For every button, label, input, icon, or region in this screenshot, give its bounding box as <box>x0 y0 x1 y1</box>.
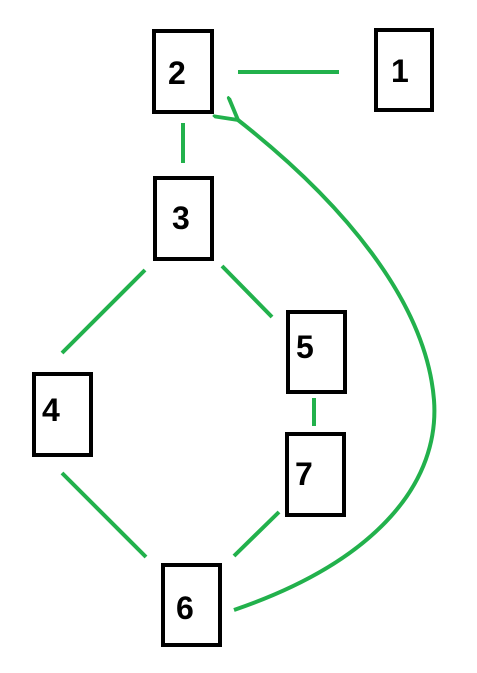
node-7-label: 7 <box>295 456 313 492</box>
node-5: 5 <box>286 310 347 394</box>
node-3: 3 <box>153 176 214 261</box>
edge-7-6 <box>232 510 281 558</box>
node-7-box <box>285 432 346 517</box>
node-5-box <box>286 310 347 394</box>
edge-3-4 <box>60 268 147 355</box>
node-6: 6 <box>161 563 222 647</box>
edge-3-5 <box>220 264 274 319</box>
node-4: 4 <box>32 372 93 457</box>
node-1-box <box>374 28 434 112</box>
node-3-box <box>153 176 214 261</box>
edge-6-2-curved-arrow <box>234 120 437 612</box>
node-2-box <box>152 29 214 114</box>
node-4-box <box>32 372 93 457</box>
node-2-label: 2 <box>168 55 186 91</box>
node-7: 7 <box>285 432 346 517</box>
node-6-box <box>161 563 222 647</box>
edges-layer <box>60 70 437 612</box>
node-3-label: 3 <box>172 200 190 236</box>
node-1: 1 <box>374 28 434 112</box>
node-1-label: 1 <box>391 53 409 89</box>
node-5-label: 5 <box>296 329 314 365</box>
edge-4-6 <box>60 471 148 559</box>
node-6-label: 6 <box>176 590 194 626</box>
node-2: 2 <box>152 29 214 114</box>
node-4-label: 4 <box>42 392 60 428</box>
